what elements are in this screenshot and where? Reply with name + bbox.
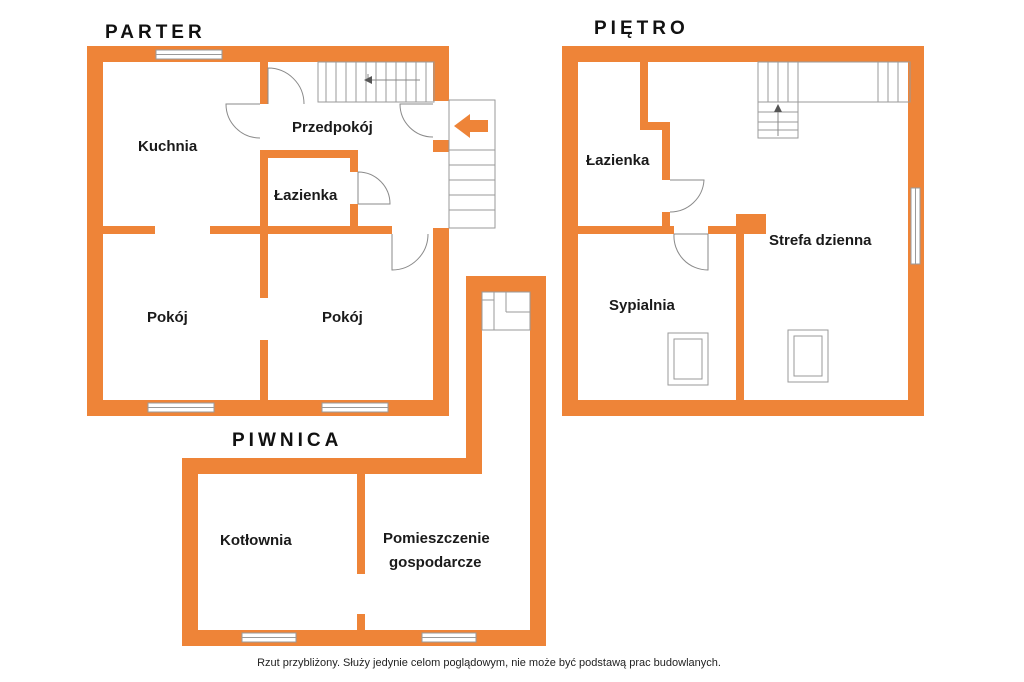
parter-wall-bath-right-top [350,150,358,172]
pietro-door-bath [669,179,705,213]
room-label-pokoj-2: Pokój [322,309,363,326]
room-label-lazienka-parter: Łazienka [274,187,338,204]
piwnica-wall-divider-upper [357,470,365,574]
pietro-wall-bedroom-right [736,226,744,416]
room-label-przedpokoj: Przedpokój [292,119,373,136]
room-label-kotlownia: Kotłownia [220,532,292,549]
entrance-arrow-icon [454,114,488,138]
section-title-pietro: PIĘTRO [594,18,689,39]
room-label-strefa-dzienna: Strefa dzienna [769,232,872,249]
footnote-disclaimer: Rzut przybliżony. Służy jedynie celom po… [257,657,721,669]
parter-plan [87,46,496,416]
parter-stairs-external [448,99,496,229]
parter-doors [225,67,434,271]
pietro-wall-bath-bottom [562,226,674,234]
section-title-parter: PARTER [105,22,206,43]
parter-wall-rooms-lower [260,340,268,416]
piwnica-stair-top [466,276,546,292]
piwnica-stairs [481,291,531,331]
room-label-pokoj-1: Pokój [147,309,188,326]
parter-wall-kitchen-room-left [87,226,155,234]
pietro-wall-bath-right [662,122,670,180]
pietro-wall-bath-right-low [662,212,670,230]
room-label-lazienka-pietro: Łazienka [586,152,650,169]
parter-wall-right-lower [433,228,449,416]
parter-wall-kitchen-bath [260,150,268,230]
piwnica-wall-divider-lower [357,614,365,636]
piwnica-plan [182,276,546,646]
pietro-door-bedroom [673,233,709,271]
parter-wall-right-upper [433,46,449,101]
pietro-wall-bath-upper [640,46,648,128]
piwnica-wall-top [182,458,480,474]
section-title-piwnica: PIWNICA [232,430,342,451]
pietro-wall-bath-step [640,122,668,130]
parter-wall-kitchen-hall [260,46,268,104]
parter-wall-kitchen-room-right [210,226,392,234]
parter-wall-right-mid [433,140,449,152]
parter-wall-bath-top [260,150,358,158]
piwnica-wall-right [530,276,546,646]
room-label-sypialnia: Sypialnia [609,297,676,314]
room-label-pomieszczenie: Pomieszczenie [383,530,490,547]
room-label-gospodarcze: gospodarcze [389,554,482,571]
piwnica-stair-left [466,276,482,474]
parter-wall-rooms-upper [260,226,268,298]
pietro-wall-top [562,46,924,62]
piwnica-wall-left [182,458,198,646]
parter-stairs-internal [317,61,435,103]
pietro-plan [562,46,924,416]
pietro-wall-bedroom-top [708,226,740,234]
pietro-stairs [757,61,911,139]
parter-wall-bath-right-bottom [350,204,358,230]
room-label-kuchnia: Kuchnia [138,138,198,155]
